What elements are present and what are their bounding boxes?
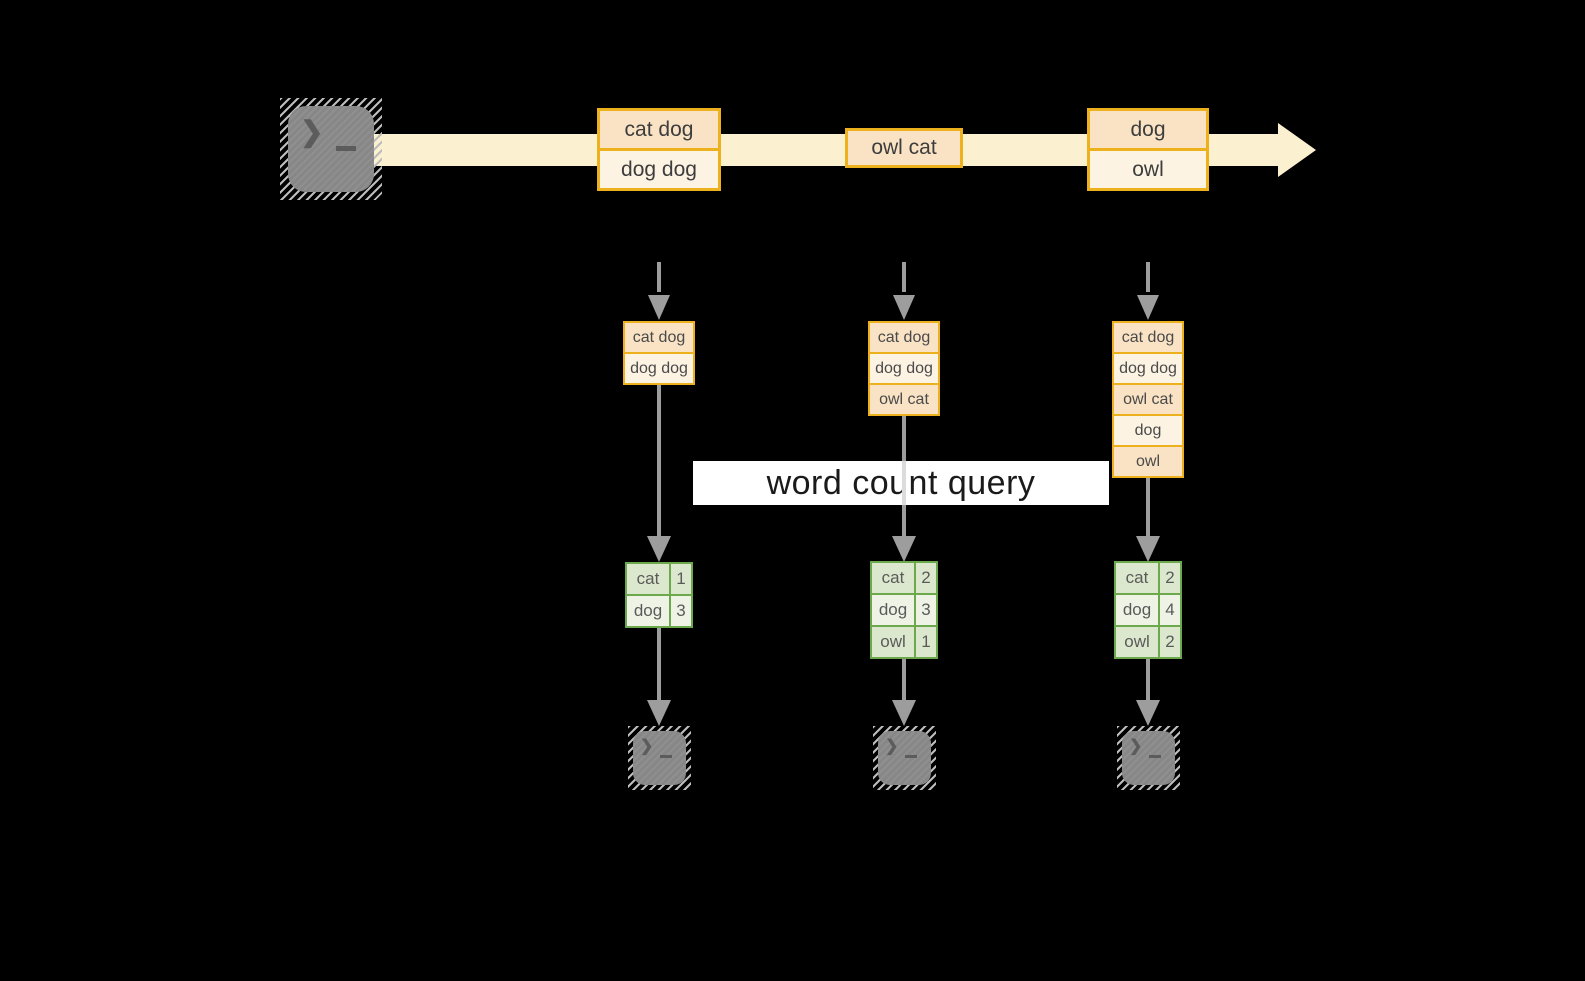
count-table-3: cat 2 dog 4 owl 2 — [1114, 561, 1182, 659]
terminal-icon: ❯ — [1122, 731, 1175, 785]
count-cell: 4 — [1160, 595, 1180, 625]
count-cell: 1 — [671, 564, 691, 594]
output-arrow-head — [647, 700, 671, 726]
count-cell: 1 — [916, 627, 936, 657]
count-table-2: cat 2 dog 3 owl 1 — [870, 561, 938, 659]
output-arrow-head — [1136, 700, 1160, 726]
table-row: cat 2 — [1116, 563, 1180, 593]
output-terminal-hatch: ❯ — [1117, 726, 1180, 790]
source-terminal-hatch: ❯ — [280, 98, 382, 200]
query-arrow-head — [647, 536, 671, 562]
word-cell: cat — [627, 564, 669, 594]
ingest-arrow-head — [893, 295, 915, 320]
output-terminal-hatch: ❯ — [628, 726, 691, 790]
state-stack-3: cat dog dog dog owl cat dog owl — [1112, 321, 1184, 478]
stream-event-box-2: owl cat — [845, 128, 963, 168]
terminal-cursor-icon — [1149, 755, 1161, 758]
stream-event: cat dog — [600, 111, 718, 148]
terminal-cursor-icon — [336, 146, 356, 151]
stream-event-box-1: cat dog dog dog — [597, 108, 721, 191]
query-arrow-head — [892, 536, 916, 562]
state-row: dog dog — [870, 354, 938, 383]
state-stack-2: cat dog dog dog owl cat — [868, 321, 940, 416]
word-cell: dog — [1116, 595, 1158, 625]
query-arrow-line — [1146, 478, 1150, 537]
state-row: cat dog — [870, 323, 938, 352]
query-arrow-head — [1136, 536, 1160, 562]
query-label-band: word count query — [693, 461, 1109, 505]
stream-event: dog dog — [600, 151, 718, 188]
word-cell: owl — [872, 627, 914, 657]
output-arrow-line — [657, 628, 661, 702]
output-arrow-head — [892, 700, 916, 726]
stream-arrow-head — [1278, 123, 1316, 177]
word-cell: cat — [872, 563, 914, 593]
table-row: owl 2 — [1116, 627, 1180, 657]
table-row: dog 3 — [627, 596, 691, 626]
terminal-icon: ❯ — [633, 731, 686, 785]
ingest-arrow-head — [1137, 295, 1159, 320]
stream-event-box-3: dog owl — [1087, 108, 1209, 191]
word-cell: owl — [1116, 627, 1158, 657]
terminal-prompt-icon: ❯ — [640, 738, 654, 755]
terminal-cursor-icon — [905, 755, 917, 758]
count-cell: 2 — [916, 563, 936, 593]
query-arrow-line-through-band — [902, 461, 906, 505]
count-cell: 3 — [916, 595, 936, 625]
output-arrow-line — [902, 659, 906, 702]
state-row: cat dog — [625, 323, 693, 352]
state-row: dog dog — [625, 354, 693, 383]
table-row: cat 1 — [627, 564, 691, 594]
count-cell: 2 — [1160, 627, 1180, 657]
state-row: cat dog — [1114, 323, 1182, 352]
ingest-arrow-head — [648, 295, 670, 320]
state-row: dog — [1114, 416, 1182, 445]
state-row: owl — [1114, 447, 1182, 476]
terminal-cursor-icon — [660, 755, 672, 758]
query-arrow-line — [657, 385, 661, 537]
count-table-1: cat 1 dog 3 — [625, 562, 693, 628]
stream-event: dog — [1090, 111, 1206, 148]
stream-event: owl cat — [848, 131, 960, 165]
state-row: owl cat — [1114, 385, 1182, 414]
ingest-arrow-dash — [902, 262, 906, 292]
state-row: owl cat — [870, 385, 938, 414]
word-cell: cat — [1116, 563, 1158, 593]
count-cell: 2 — [1160, 563, 1180, 593]
table-row: cat 2 — [872, 563, 936, 593]
ingest-arrow-dash — [1146, 262, 1150, 292]
table-row: dog 3 — [872, 595, 936, 625]
word-cell: dog — [627, 596, 669, 626]
stream-event: owl — [1090, 151, 1206, 188]
terminal-prompt-icon: ❯ — [885, 738, 899, 755]
output-terminal-hatch: ❯ — [873, 726, 936, 790]
state-row: dog dog — [1114, 354, 1182, 383]
word-cell: dog — [872, 595, 914, 625]
terminal-icon: ❯ — [288, 106, 374, 192]
state-stack-1: cat dog dog dog — [623, 321, 695, 385]
terminal-prompt-icon: ❯ — [300, 116, 324, 147]
query-label: word count query — [766, 463, 1036, 502]
terminal-icon: ❯ — [878, 731, 931, 785]
count-cell: 3 — [671, 596, 691, 626]
table-row: owl 1 — [872, 627, 936, 657]
output-arrow-line — [1146, 659, 1150, 702]
table-row: dog 4 — [1116, 595, 1180, 625]
ingest-arrow-dash — [657, 262, 661, 292]
terminal-prompt-icon: ❯ — [1129, 738, 1143, 755]
